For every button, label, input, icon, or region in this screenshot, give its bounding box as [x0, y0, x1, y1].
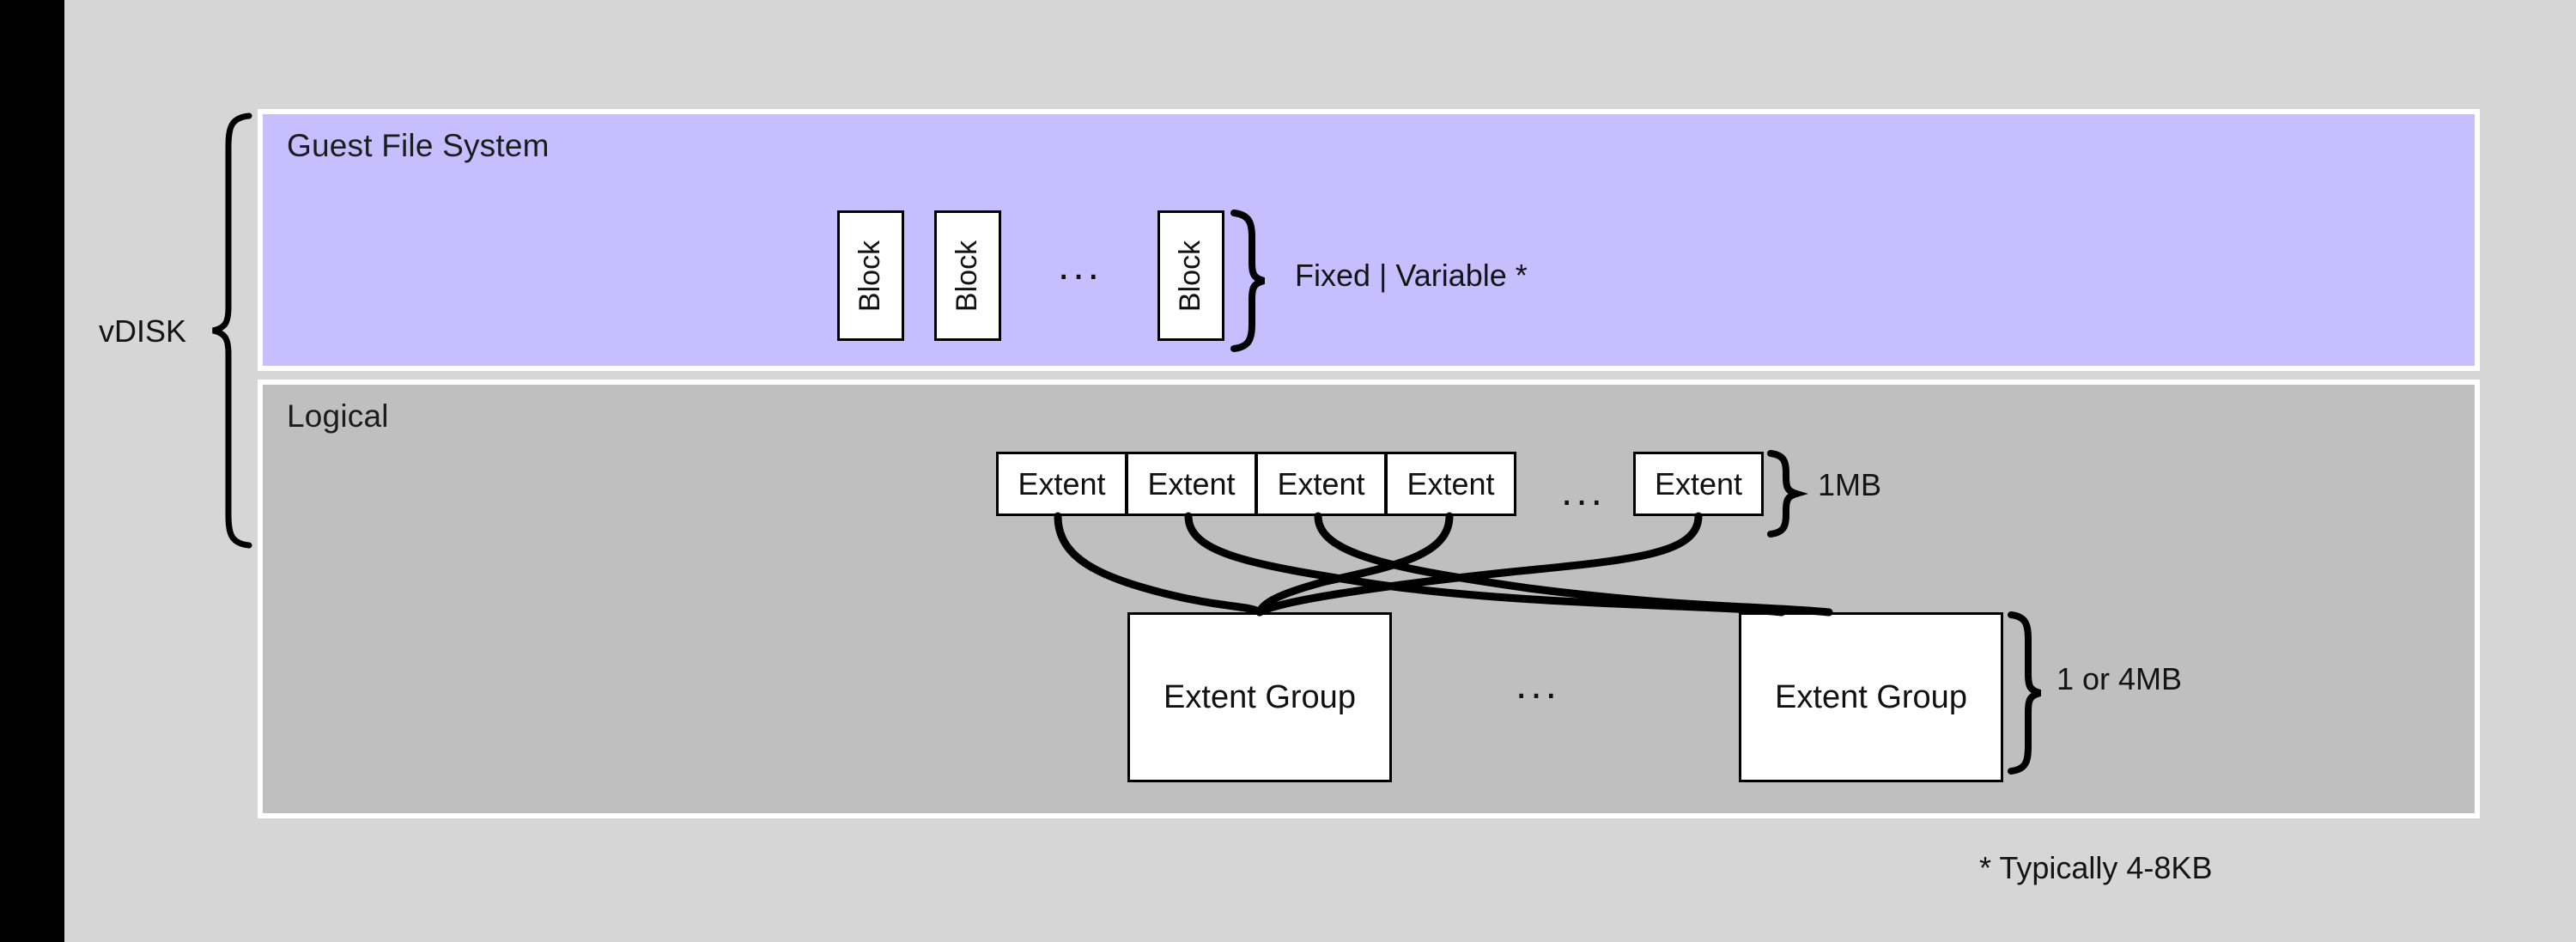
block-box-2[interactable]: Block: [934, 210, 1001, 341]
extent-box-2[interactable]: Extent: [1126, 452, 1257, 516]
extent-label-2: Extent: [1147, 465, 1236, 501]
vdisk-brace-icon: [212, 112, 252, 549]
extent-box-4[interactable]: Extent: [1385, 452, 1516, 516]
block-label-1: Block: [854, 240, 887, 312]
extent-group-box-2[interactable]: Extent Group: [1739, 612, 2003, 782]
extent-box-1[interactable]: Extent: [996, 452, 1127, 516]
footnote-text: * Typically 4-8KB: [1979, 850, 2213, 885]
panel-title-guest-file-system: Guest File System: [287, 128, 550, 163]
blocks-brace-label: Fixed | Variable *: [1295, 258, 1528, 293]
extent-group-box-1[interactable]: Extent Group: [1127, 612, 1392, 782]
blocks-ellipsis: ...: [1058, 243, 1103, 289]
extent-groups-brace-label: 1 or 4MB: [2057, 661, 2183, 696]
extent-groups-ellipsis: ...: [1516, 662, 1561, 708]
extent-label-1: Extent: [1018, 465, 1106, 501]
block-box-3[interactable]: Block: [1157, 210, 1224, 341]
vdisk-label: vDISK: [99, 313, 187, 349]
panel-guest-file-system: Guest File System: [258, 109, 2480, 371]
block-label-3: Block: [1174, 240, 1207, 312]
extent-label-3: Extent: [1277, 465, 1365, 501]
block-label-2: Block: [951, 240, 984, 312]
extent-box-5[interactable]: Extent: [1633, 452, 1764, 516]
extent-label-4: Extent: [1406, 465, 1495, 501]
extent-group-label-1: Extent Group: [1163, 678, 1356, 715]
extent-label-5: Extent: [1654, 465, 1743, 501]
left-edge-bar: [0, 0, 64, 942]
extents-ellipsis: ...: [1561, 469, 1607, 514]
block-box-1[interactable]: Block: [837, 210, 904, 341]
panel-title-logical: Logical: [287, 398, 389, 434]
extent-box-3[interactable]: Extent: [1255, 452, 1387, 516]
extents-brace-label: 1MB: [1818, 467, 1882, 502]
extent-group-label-2: Extent Group: [1775, 678, 1967, 715]
